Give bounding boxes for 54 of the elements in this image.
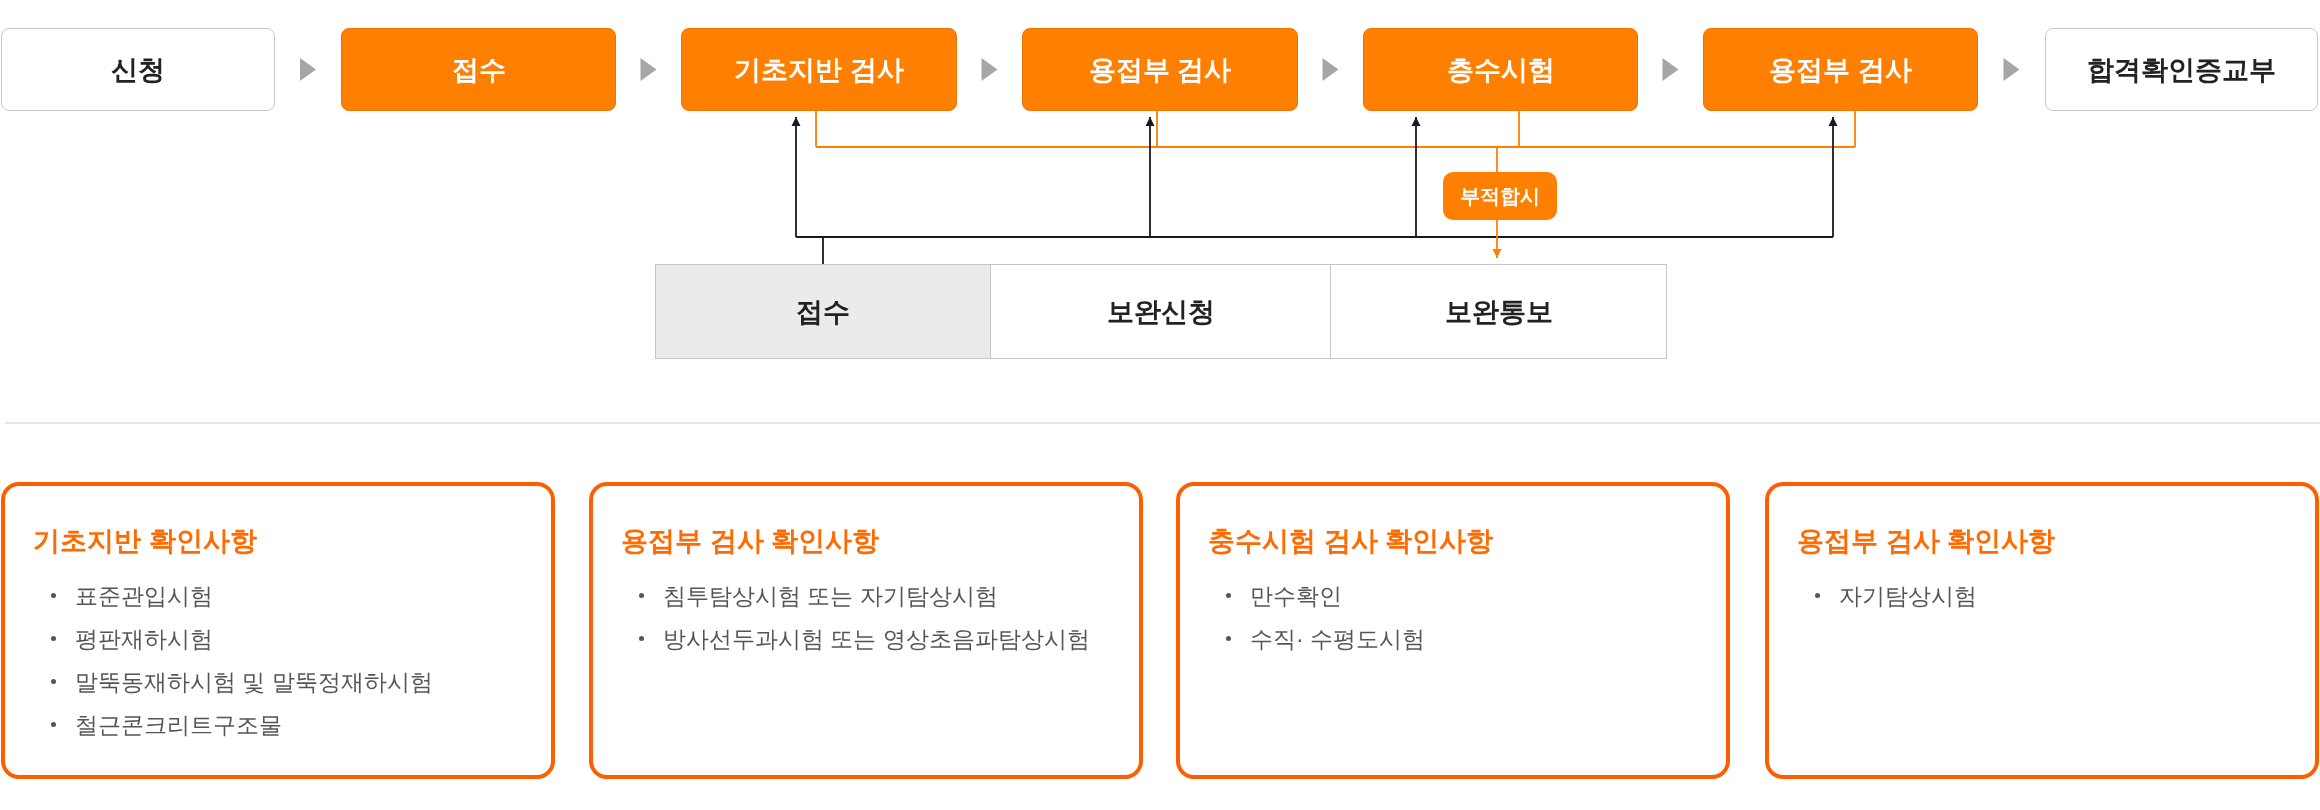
arrow bbox=[791, 116, 801, 238]
card-heading: 충수시험 검사 확인사항 bbox=[1208, 525, 1493, 558]
card-heading: 용접부 검사 확인사항 bbox=[1797, 525, 2055, 558]
flow-chevron bbox=[640, 58, 657, 81]
check-item: 방사선두과시험 또는 영상초음파탐상시험 bbox=[639, 618, 1090, 661]
info-card bbox=[1765, 482, 2319, 779]
connector-line bbox=[1518, 110, 1520, 148]
status-cell bbox=[655, 264, 991, 359]
process-box bbox=[681, 28, 957, 111]
cell-label: 접수 bbox=[796, 295, 850, 329]
process-box bbox=[1363, 28, 1638, 111]
check-item: 침투탐상시험 또는 자기탐상시험 bbox=[639, 575, 998, 618]
process-box bbox=[1022, 28, 1298, 111]
condition-label: 부적합시 bbox=[1460, 183, 1540, 209]
connector-line bbox=[1854, 110, 1856, 148]
step-label: 합격확인증교부 bbox=[2087, 53, 2276, 87]
step-label: 기초지반 검사 bbox=[734, 53, 904, 87]
connector-line bbox=[1156, 110, 1158, 148]
check-item: 철근콘크리트구조물 bbox=[51, 704, 282, 747]
cell-label: 보완신청 bbox=[1106, 295, 1215, 329]
info-card bbox=[589, 482, 1143, 779]
info-card bbox=[1, 482, 555, 779]
flow-chevron bbox=[1322, 58, 1339, 81]
check-item: 말뚝동재하시험 및 말뚝정재하시험 bbox=[51, 661, 433, 704]
flow-chevron bbox=[2003, 58, 2020, 81]
process-box bbox=[1, 28, 275, 111]
card-heading: 기초지반 확인사항 bbox=[33, 525, 257, 558]
step-label: 접수 bbox=[451, 53, 506, 87]
check-item: 표준관입시험 bbox=[51, 575, 213, 618]
flow-chevron bbox=[300, 58, 316, 81]
arrow bbox=[1828, 116, 1838, 238]
flow-chevron bbox=[981, 58, 998, 81]
check-item: 평판재하시험 bbox=[51, 618, 213, 661]
status-cell bbox=[1330, 264, 1667, 359]
connector-line bbox=[815, 146, 1856, 173]
process-box bbox=[1703, 28, 1978, 111]
condition-tag bbox=[1443, 172, 1557, 220]
arrow bbox=[1492, 219, 1502, 259]
card-heading: 용접부 검사 확인사항 bbox=[621, 525, 879, 558]
arrow bbox=[1411, 116, 1421, 238]
cell-label: 보완통보 bbox=[1444, 295, 1553, 329]
step-label: 용접부 검사 bbox=[1769, 53, 1912, 87]
process-box bbox=[341, 28, 616, 111]
status-cell bbox=[990, 264, 1331, 359]
step-label: 신청 bbox=[111, 53, 165, 87]
process-box bbox=[2045, 28, 2318, 111]
check-item: 자기탐상시험 bbox=[1815, 575, 1977, 618]
connector-line bbox=[815, 110, 817, 148]
step-label: 용접부 검사 bbox=[1088, 53, 1232, 87]
check-item: 수직· 수평도시험 bbox=[1226, 618, 1426, 661]
check-item: 만수확인 bbox=[1226, 575, 1342, 618]
info-card bbox=[1176, 482, 1730, 779]
step-label: 층수시험 bbox=[1446, 53, 1555, 87]
flow-chevron bbox=[1662, 58, 1679, 81]
